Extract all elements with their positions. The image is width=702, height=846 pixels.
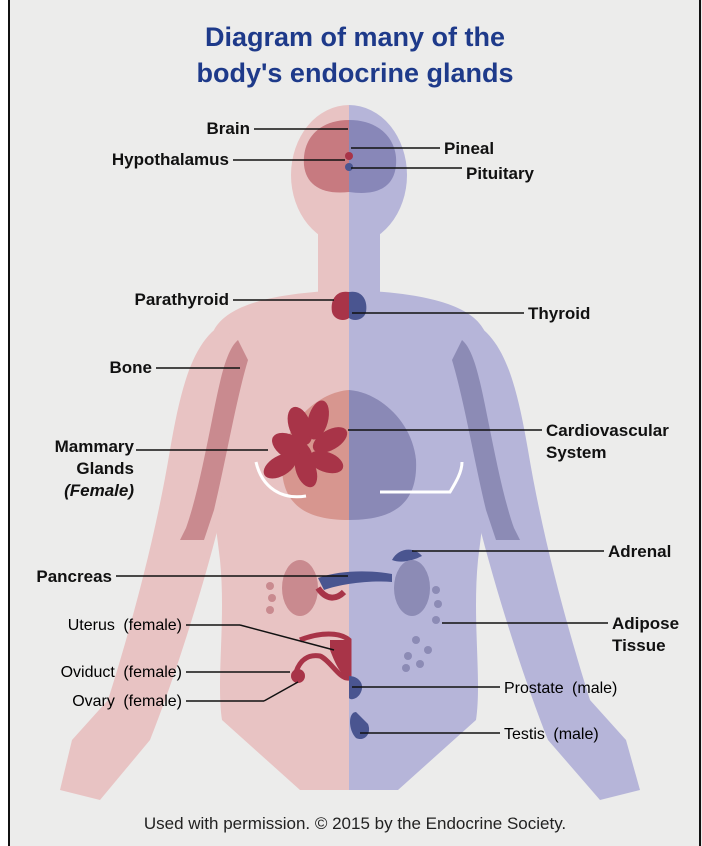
label-uterus-name: Uterus [68,617,115,634]
pituitary-gland [345,163,353,171]
label-cardio-line2: System [546,443,606,462]
label-oviduct-name: Oviduct [61,664,116,681]
label-ovary: Ovary (female) [72,693,182,710]
label-parathyroid: Parathyroid [135,290,229,309]
kidney-male [394,560,430,616]
label-hypothalamus: Hypothalamus [112,150,229,169]
label-ovary-name: Ovary [72,693,115,710]
label-bone: Bone [110,358,153,377]
label-ovary-note: (female) [123,693,182,710]
label-cardio-line1: Cardiovascular [546,421,669,440]
label-mammary-line2: Glands [76,459,134,478]
label-thyroid: Thyroid [528,304,590,323]
label-adipose-line2: Tissue [612,636,666,655]
label-mammary-line1: Mammary [55,437,135,456]
label-testis-note: (male) [553,726,598,743]
label-pineal: Pineal [444,139,494,158]
label-prostate-note: (male) [572,680,617,697]
label-pancreas: Pancreas [36,567,112,586]
ovary [291,669,305,683]
label-uterus-note: (female) [123,617,182,634]
label-oviduct-note: (female) [123,664,182,681]
label-uterus: Uterus (female) [68,617,182,634]
label-testis-name: Testis [504,726,545,743]
label-mammary-note: (Female) [64,481,134,500]
label-prostate-name: Prostate [504,680,564,697]
label-pituitary: Pituitary [466,164,535,183]
kidney-female [282,560,318,616]
label-brain: Brain [207,119,250,138]
label-adrenal: Adrenal [608,542,671,561]
label-prostate: Prostate (male) [504,680,617,697]
credit-line: Used with permission. © 2015 by the Endo… [10,814,700,834]
label-adipose-line1: Adipose [612,614,679,633]
pineal-gland [345,152,353,160]
